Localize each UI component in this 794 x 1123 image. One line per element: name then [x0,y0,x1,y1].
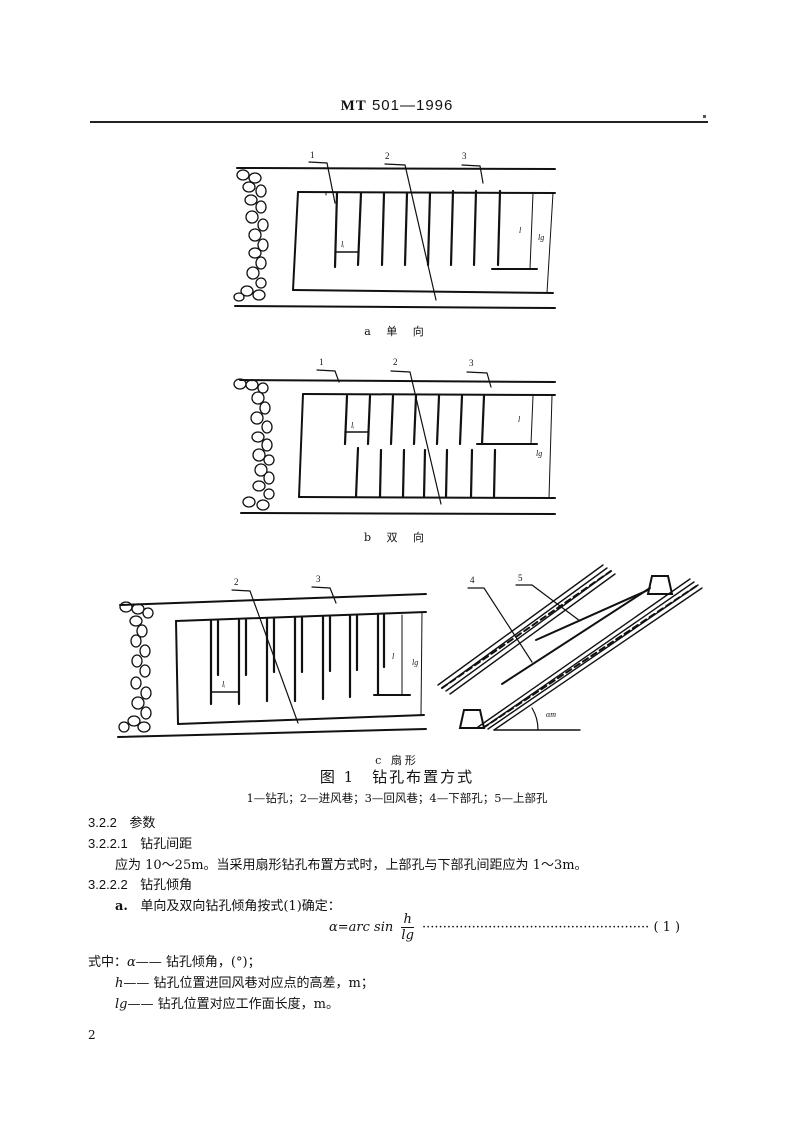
page-number: 2 [88,1028,96,1042]
roadway-lower-icon [458,709,486,729]
section-title: 参数 [129,816,156,831]
spacing-label: lᵢ [351,421,355,430]
callout-2: 2 [393,357,398,367]
standard-prefix: MT [340,98,367,114]
figure-b-diagram: 1 2 3 lᵢ l lg [233,357,556,515]
section-3-2-2-2: 3.2.2.2 钻孔倾角 [88,877,193,893]
hole-length-label: l [519,226,522,235]
figure-title: 图 1 钻孔布置方式 [319,768,475,786]
roadway-upper-icon [646,575,674,595]
item-a-text: 单向及双向钻孔倾角按式(1)确定： [140,899,341,914]
caption-b: b 双 向 [363,531,431,544]
figure-a-diagram: 1 2 3 lᵢ l lg [233,150,556,309]
paragraph-spacing: 应为 10～25m。当采用扇形钻孔布置方式时，上部孔与下部孔间距应为 1～3m。 [115,858,588,873]
formula-denominator: lg [401,928,414,943]
goaf-rubble-icon [118,601,154,733]
angle-label: αm [546,710,556,719]
hole-length-label: l [518,415,521,424]
formula-number: ( 1 ) [653,920,681,935]
spacing-label: lᵢ [222,680,226,689]
spacing-label: lᵢ [341,240,345,249]
header-rule [90,121,708,123]
section-title: 钻孔倾角 [140,878,193,893]
callout-4: 4 [470,575,475,585]
callout-3: 3 [316,574,321,584]
scan-mark [703,115,706,118]
coal-seam-upper [437,564,616,695]
caption-a: a 单 向 [364,325,430,338]
figure-c-section-diagram: αm 4 5 [437,564,703,731]
item-a: a. 单向及双向钻孔倾角按式(1)确定： [115,895,341,914]
formula-numerator: h [401,912,414,928]
callout-2: 2 [234,577,239,587]
goaf-rubble-icon [233,169,269,302]
coal-seam-lower [477,578,703,731]
caption-c: c 扇形 [375,754,419,767]
figure-c-plan-diagram: 2 3 lᵢ l lg [117,574,427,738]
hole-length-label: l [392,652,395,661]
formula-lhs: α=arc sin [329,920,394,935]
item-a-label: a. [115,899,128,914]
where-lg: lg—— 钻孔位置对应工作面长度，m。 [115,997,339,1012]
section-title: 钻孔间距 [140,837,193,852]
standard-header: MT 501—1996 [0,97,794,115]
face-length-label: lg [536,449,542,458]
callout-1: 1 [310,150,315,160]
section-3-2-2: 3.2.2 参数 [88,815,156,831]
standard-number: 501—1996 [371,97,454,114]
callout-3: 3 [462,151,467,161]
where-alpha: 式中：α—— 钻孔倾角，(°)； [88,955,261,970]
formula-leader: ········································… [422,920,650,935]
face-length-label: lg [412,658,418,667]
figure-legend: 1—钻孔；2—进风巷；3—回风巷；4—下部孔；5—上部孔 [246,791,548,805]
callout-3: 3 [469,358,474,368]
goaf-rubble-icon [233,378,275,511]
face-length-label: lg [538,233,544,242]
section-3-2-2-1: 3.2.2.1 钻孔间距 [88,836,193,852]
where-h: h—— 钻孔位置进回风巷对应点的高差，m； [115,976,374,991]
callout-1: 1 [319,357,324,367]
callout-5: 5 [518,573,523,583]
callout-2: 2 [385,151,390,161]
